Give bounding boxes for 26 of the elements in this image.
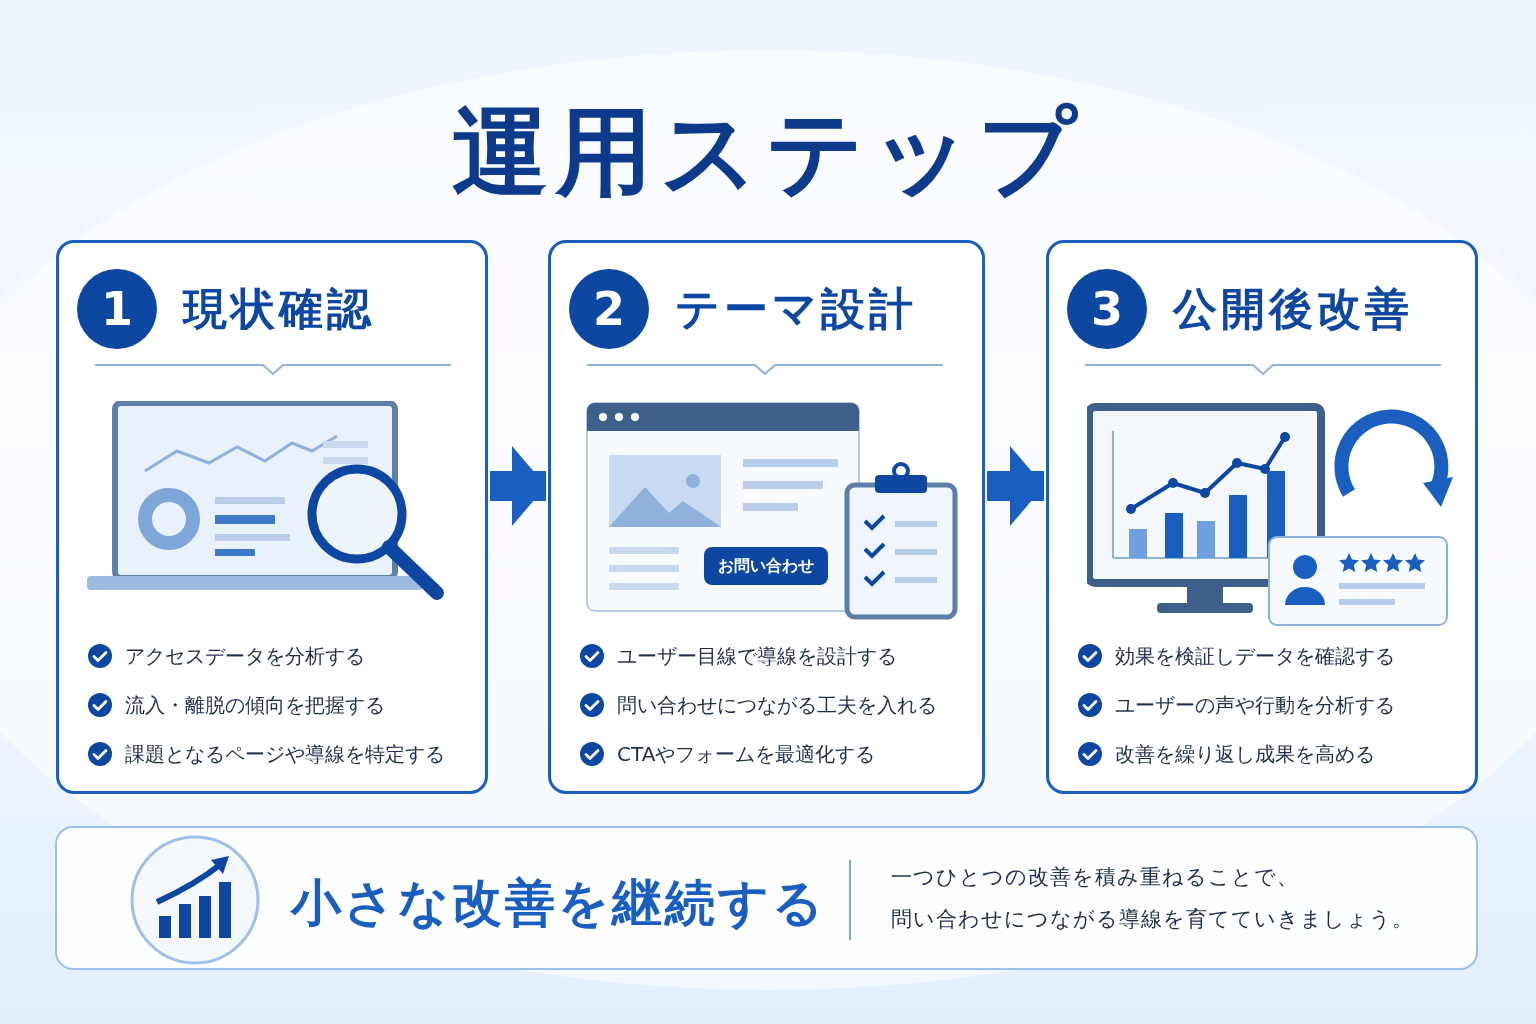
bullet-text: 改善を繰り返し成果を高める — [1115, 741, 1375, 768]
bullet-text: 流入・離脱の傾向を把握する — [125, 692, 385, 719]
bullet-text: 問い合わせにつながる工夫を入れる — [617, 692, 937, 719]
summary-banner — [55, 826, 1478, 970]
step-heading: 公開後改善 — [1173, 282, 1413, 336]
summary-text: 問い合わせにつながる導線を育てていきましょう。 — [891, 905, 1414, 933]
flow-arrow — [490, 446, 546, 526]
step-number: 1 — [77, 269, 157, 349]
step-card — [548, 240, 985, 794]
contact-button: お問い合わせ — [704, 547, 828, 585]
step-number: 3 — [1067, 269, 1147, 349]
bullet-text: 課題となるページや導線を特定する — [125, 741, 445, 768]
summary-text: 一つひとつの改善を積み重ねることで、 — [891, 864, 1300, 891]
page-title: 運用ステップ — [451, 95, 1085, 210]
flow-arrow — [987, 446, 1044, 526]
step-heading: 現状確認 — [183, 282, 375, 336]
bullet-text: アクセスデータを分析する — [125, 643, 365, 670]
bullet-text: CTAやフォームを最適化する — [617, 741, 876, 768]
summary-heading: 小さな改善を継続する — [291, 873, 826, 934]
step-number: 2 — [569, 269, 649, 349]
step-card — [1046, 240, 1478, 794]
step-heading: テーマ設計 — [675, 282, 917, 336]
step-card — [56, 240, 488, 794]
bullet-text: 効果を検証しデータを確認する — [1115, 643, 1395, 670]
bullet-text: ユーザー目線で導線を設計する — [617, 643, 897, 670]
bullet-text: ユーザーの声や行動を分析する — [1115, 692, 1395, 719]
